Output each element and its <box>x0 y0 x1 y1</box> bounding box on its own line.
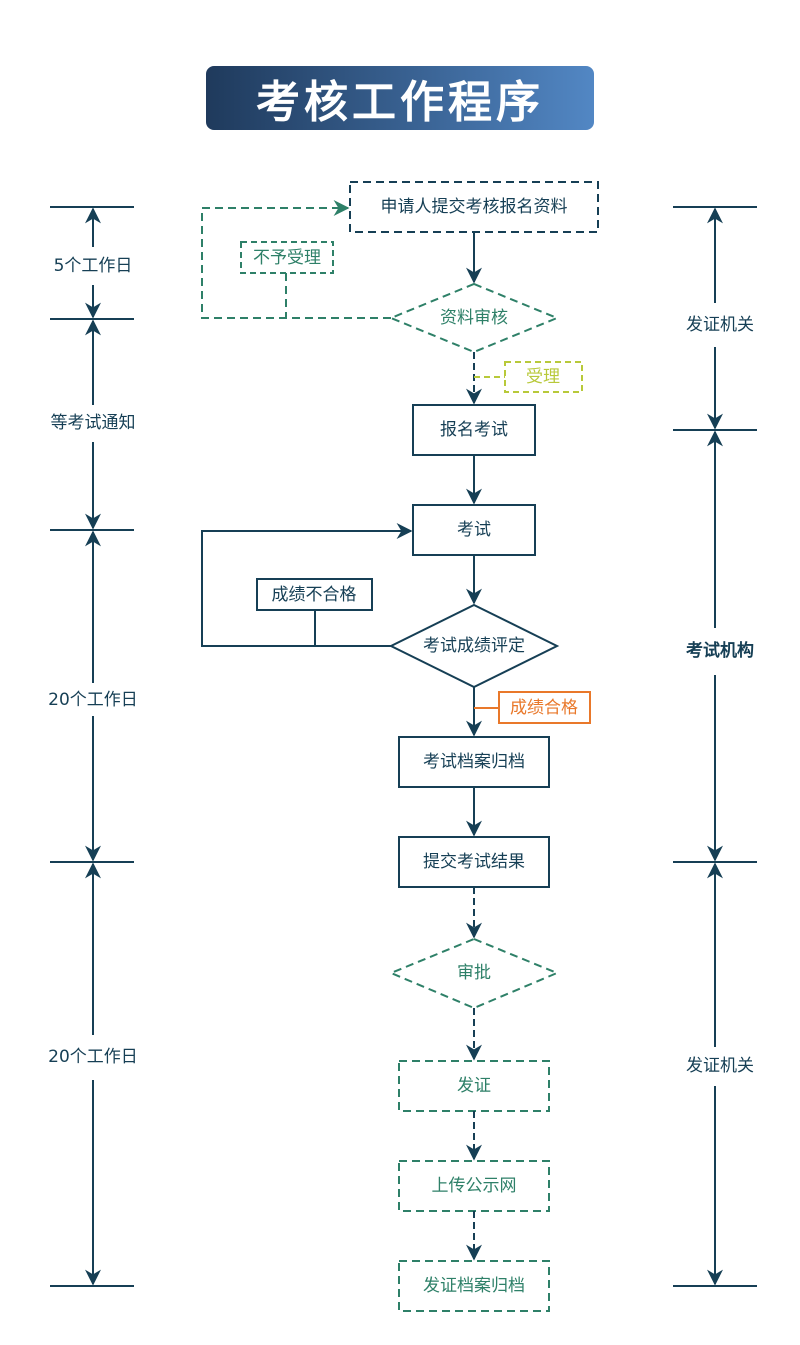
left-timeline-label: 等考试通知 <box>51 413 136 433</box>
node-archive-exam <box>398 736 550 788</box>
page-title: 考核工作程序 <box>256 77 544 128</box>
node-review-label: 资料审核 <box>440 308 508 328</box>
left-timeline-label: 5个工作日 <box>54 256 133 276</box>
title-banner: 考核工作程序 <box>206 66 594 130</box>
node-review <box>388 282 560 354</box>
left-timeline-label: 20个工作日 <box>48 690 138 710</box>
node-archive-cert-label: 发证档案归档 <box>423 1276 525 1296</box>
edge-label-failed-box <box>256 578 373 611</box>
node-exam-label: 考试 <box>457 520 491 540</box>
node-register-label: 报名考试 <box>440 420 508 440</box>
edge-failed <box>201 523 413 647</box>
node-approve-label: 审批 <box>457 963 491 983</box>
node-upload <box>398 1160 550 1212</box>
node-submit-result-label: 提交考试结果 <box>423 852 525 872</box>
edge-label-passed-box <box>498 691 591 724</box>
right-timeline-label: 考试机构 <box>685 640 754 661</box>
edge-label-accepted: 受理 <box>526 367 560 387</box>
left-timeline-label: 20个工作日 <box>48 1047 138 1067</box>
left-timeline <box>50 206 134 1287</box>
node-submit-result <box>398 836 550 888</box>
node-exam <box>412 504 536 556</box>
right-timeline-label: 发证机关 <box>686 1056 754 1076</box>
node-submit <box>349 181 599 233</box>
node-submit-label: 申请人提交考核报名资料 <box>381 197 568 217</box>
node-archive-exam-label: 考试档案归档 <box>423 752 525 772</box>
right-timeline <box>673 206 757 1287</box>
edge-label-accepted-box <box>504 361 583 393</box>
node-issue <box>398 1060 550 1112</box>
right-timeline-label: 发证机关 <box>686 315 754 335</box>
edge-label-rejected-box <box>240 241 334 274</box>
node-evaluate-label: 考试成绩评定 <box>423 636 525 656</box>
node-register <box>412 404 536 456</box>
edge-rejected <box>201 200 391 319</box>
node-archive-cert <box>398 1260 550 1312</box>
edge-label-passed: 成绩合格 <box>510 698 578 718</box>
edge-label-failed: 成绩不合格 <box>272 585 357 605</box>
edge-label-rejected: 不予受理 <box>253 248 321 268</box>
node-issue-label: 发证 <box>457 1076 491 1096</box>
node-approve <box>388 937 560 1010</box>
node-upload-label: 上传公示网 <box>432 1176 517 1196</box>
